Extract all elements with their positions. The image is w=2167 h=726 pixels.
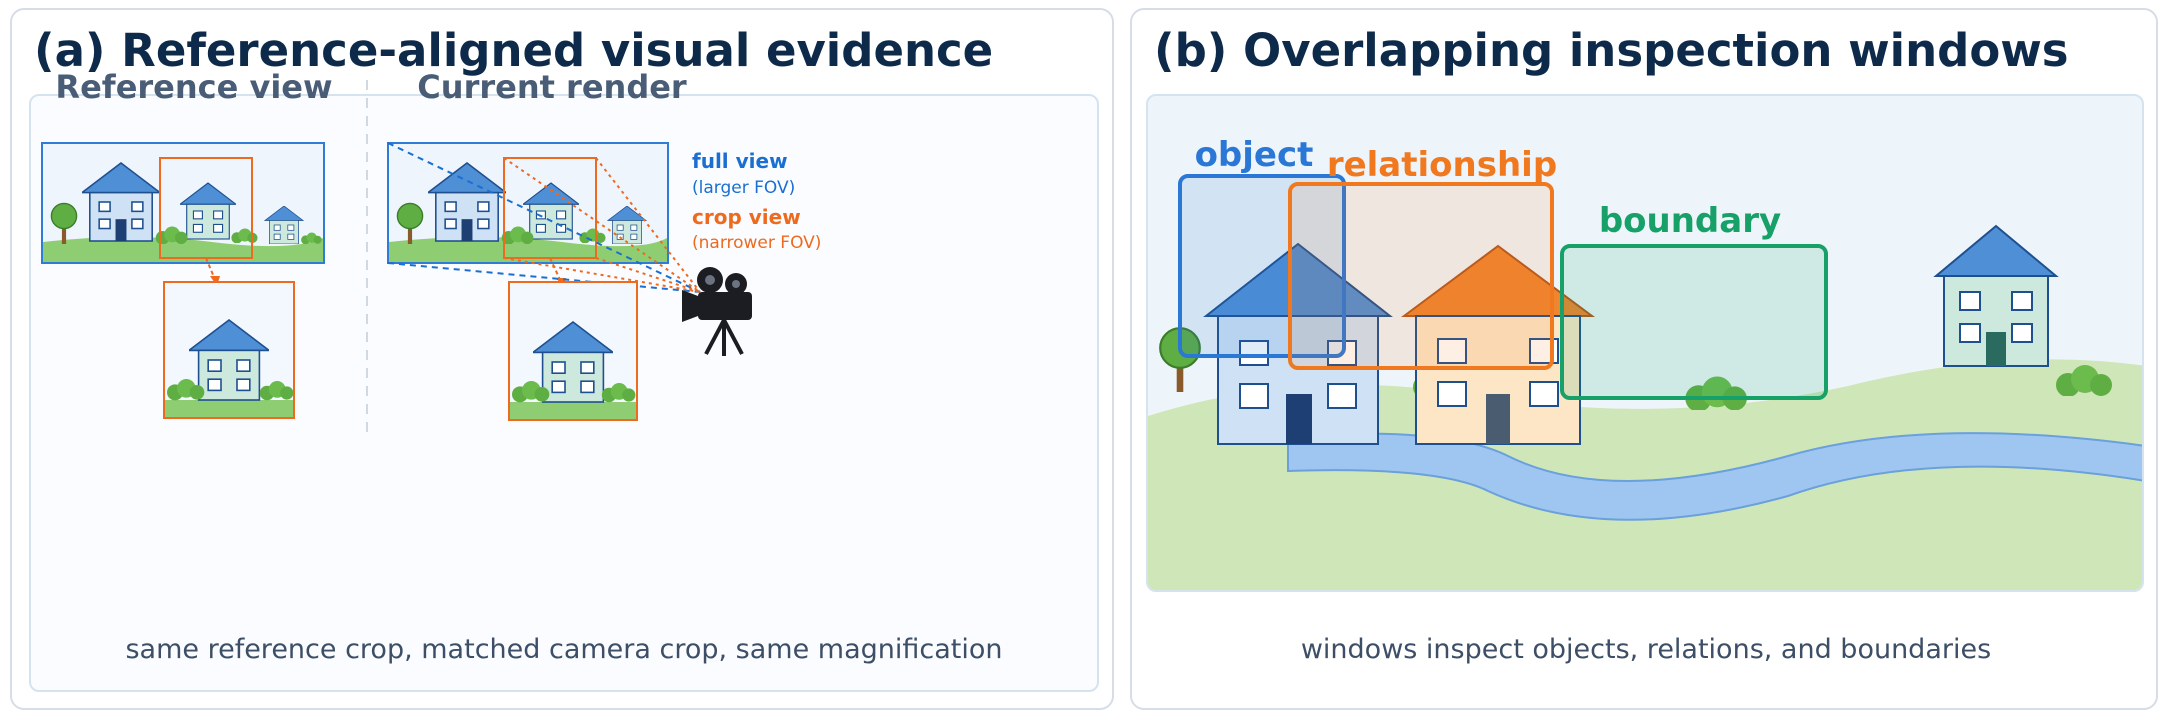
current-render-heading: Current render [417, 68, 687, 106]
object-window [1178, 174, 1346, 358]
crop-view-label: crop view [692, 205, 801, 229]
panel-reference-aligned: (a) Reference-aligned visual evidence Re… [10, 8, 1114, 710]
current-crop [508, 281, 638, 421]
panel-b-scene: object relationship boundary [1148, 135, 2142, 590]
full-view-sublabel: (larger FOV) [692, 178, 795, 198]
panel-a-title: (a) Reference-aligned visual evidence [34, 24, 994, 77]
relationship-window [1288, 182, 1554, 370]
reference-crop [163, 281, 295, 419]
panel-b-figure-frame: object relationship boundary [1146, 94, 2144, 592]
current-scene [387, 142, 669, 288]
panel-b-caption: windows inspect objects, relations, and … [1300, 634, 1992, 665]
crop-view-sublabel: (narrower FOV) [692, 233, 821, 253]
boundary-window [1560, 244, 1828, 400]
boundary-window-label: boundary [1599, 201, 1781, 241]
panel-a-caption: same reference crop, matched camera crop… [125, 634, 1003, 665]
object-window-label: object [1195, 135, 1314, 175]
fov-rays [387, 142, 701, 293]
full-view-label: full view [692, 149, 788, 173]
reference-scene [41, 142, 325, 286]
panel-inspection-windows: (b) Overlapping inspection windows [1130, 8, 2158, 710]
relationship-window-label: relationship [1327, 145, 1557, 185]
panel-b-title: (b) Overlapping inspection windows [1154, 24, 2069, 77]
house-icon [1933, 224, 2059, 367]
movie-camera-icon [682, 267, 752, 356]
reference-view-heading: Reference view [55, 68, 332, 106]
panel-a-illustration: Reference view Current render [41, 68, 821, 440]
